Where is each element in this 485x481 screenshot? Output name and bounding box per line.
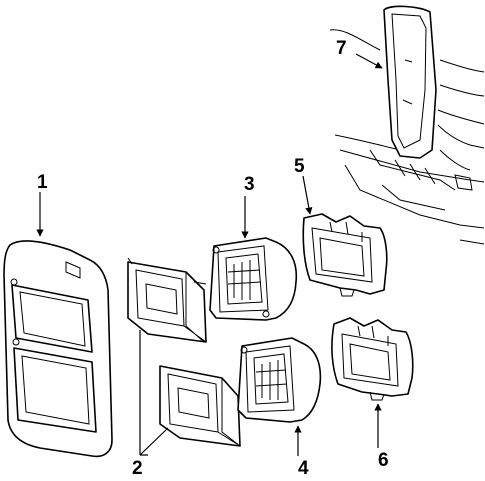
callout-3: 3 xyxy=(244,174,255,195)
leader-lines xyxy=(36,53,383,456)
part-7-side-seal xyxy=(383,5,437,159)
part-2-lower-mounting-ring xyxy=(159,365,241,447)
callout-5: 5 xyxy=(294,156,305,177)
part-2-upper-mounting-ring xyxy=(127,257,207,343)
part-1-headlamp-bezel xyxy=(3,240,113,458)
part-5-upper-housing xyxy=(302,213,388,297)
leader-2-upper xyxy=(139,330,148,456)
leader-2-lower xyxy=(139,427,169,456)
part-3-upper-sealed-beam xyxy=(209,237,298,321)
part-6-lower-housing xyxy=(331,317,414,401)
callout-6: 6 xyxy=(378,450,389,471)
vehicle-front-body xyxy=(329,29,485,245)
leader-5 xyxy=(302,175,313,215)
callout-4: 4 xyxy=(298,458,309,479)
callout-2: 2 xyxy=(132,458,143,479)
leader-7 xyxy=(355,53,383,69)
callout-1: 1 xyxy=(37,172,48,193)
part-4-lower-sealed-beam xyxy=(237,337,322,423)
callout-7: 7 xyxy=(336,38,347,59)
